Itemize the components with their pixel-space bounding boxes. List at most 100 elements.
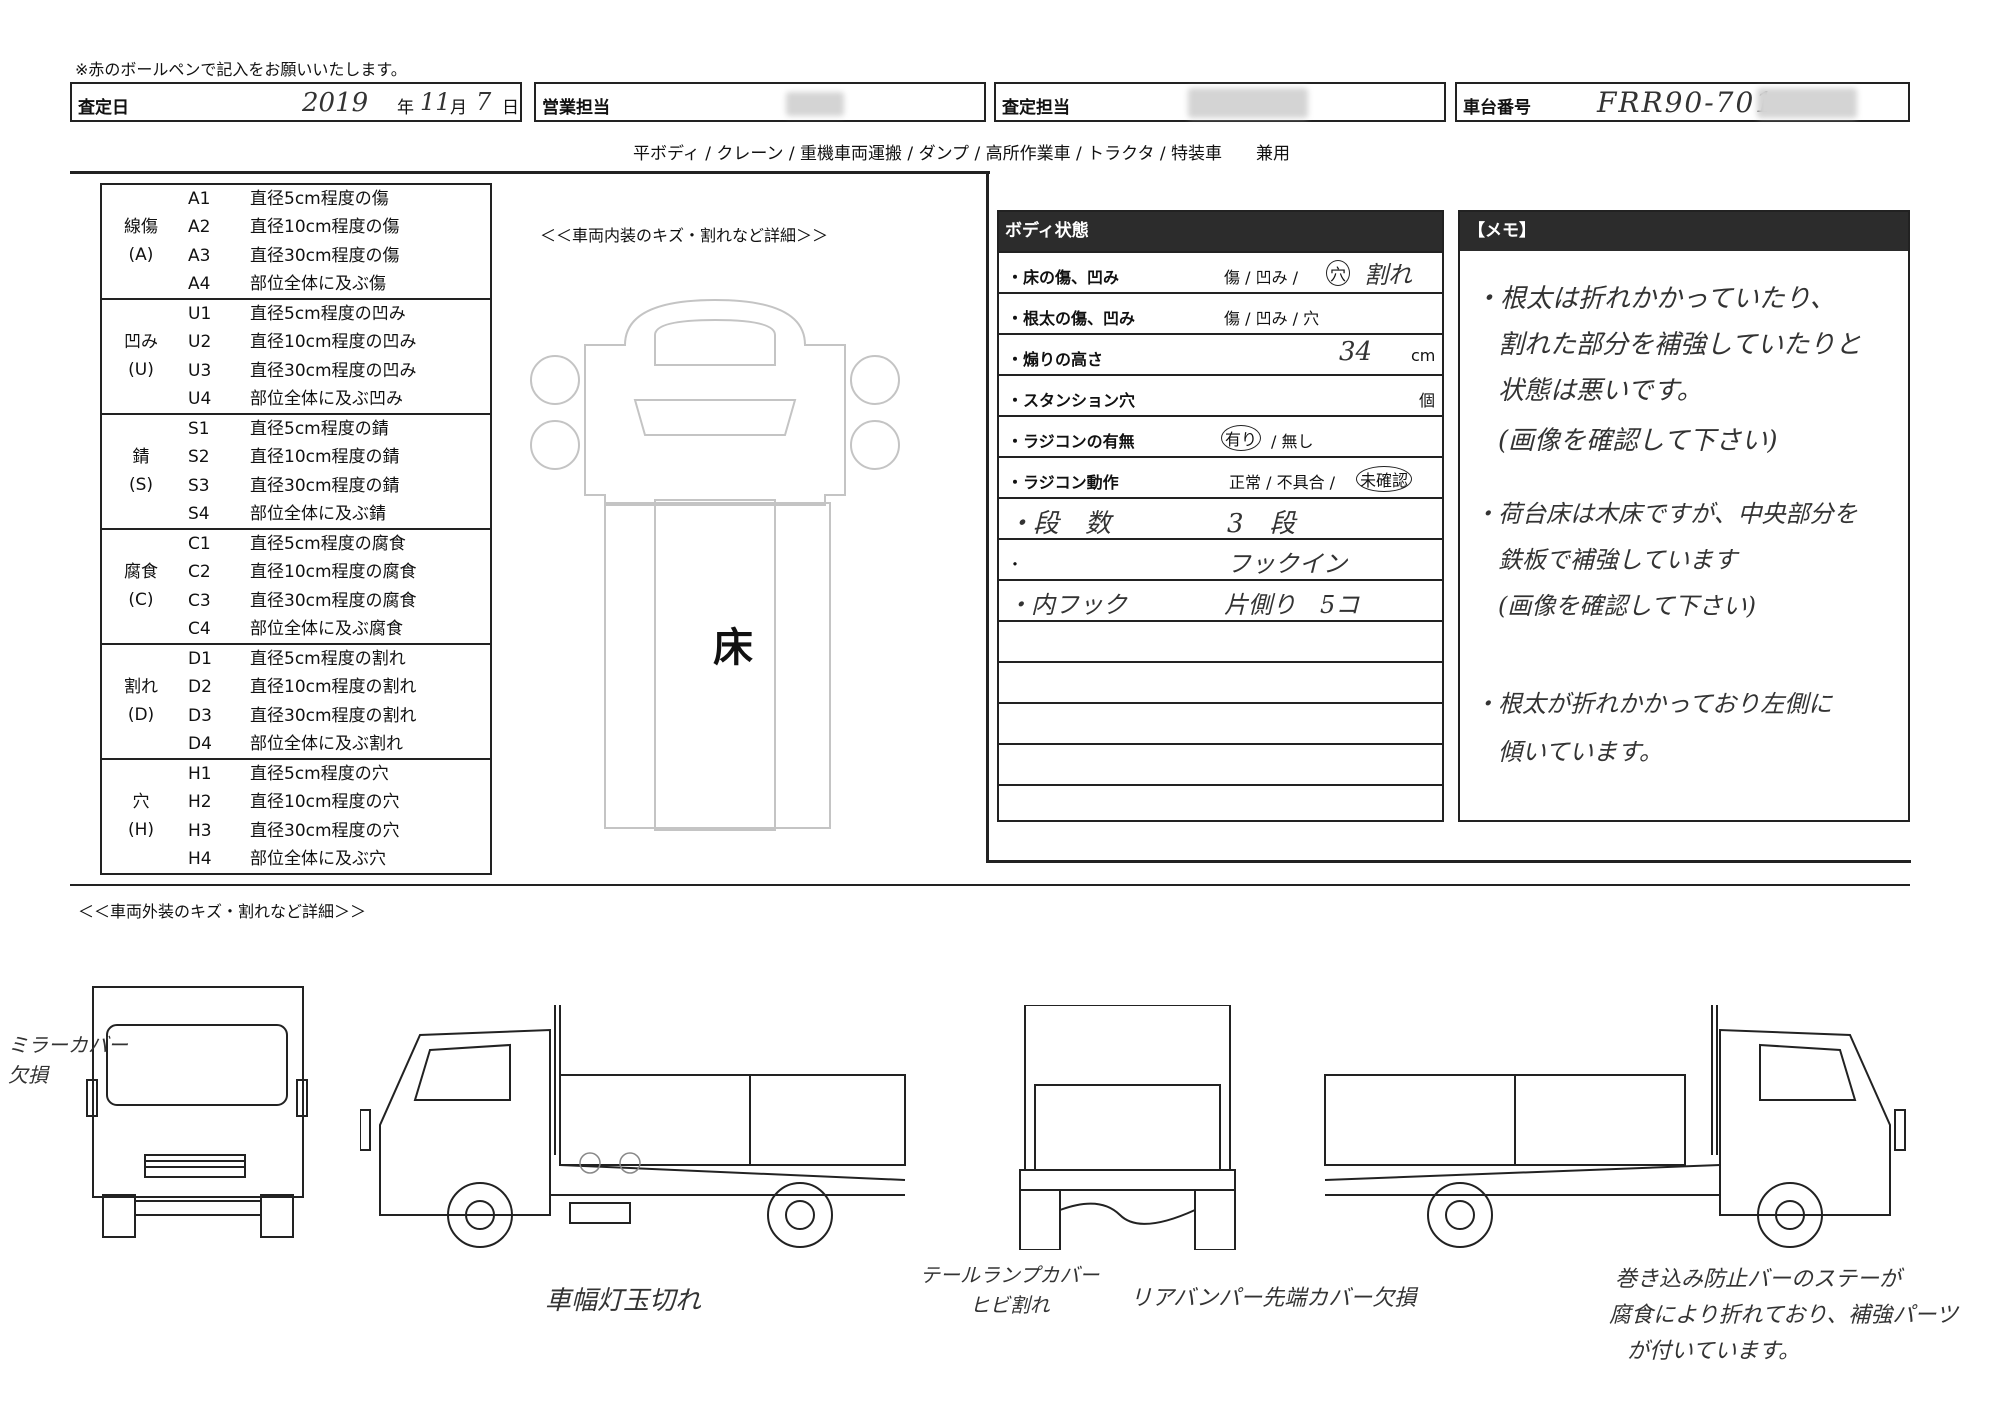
sill-damage-options: 傷 / 凹み / 穴 bbox=[1224, 309, 1320, 328]
radio-control-row: ・ラジコンの有無 有り / 無し bbox=[999, 415, 1442, 456]
appraisal-date-label: 査定日 bbox=[78, 98, 129, 118]
stanchion-label: ・スタンション穴 bbox=[1007, 391, 1136, 410]
redacted-chassis bbox=[1757, 88, 1857, 118]
memo-line: ・根太は折れかかっていたり、 bbox=[1474, 284, 1836, 314]
stanchion-row: ・スタンション穴 個 bbox=[999, 374, 1442, 415]
truck-left-side-view bbox=[360, 1005, 906, 1248]
radio-operation-row: ・ラジコン動作 正常 / 不具合 / 未確認 bbox=[999, 456, 1442, 497]
sales-rep-field: 営業担当 bbox=[534, 82, 986, 122]
gate-height-row: ・煽りの高さ 34 cm bbox=[999, 333, 1442, 374]
day-value: 7 bbox=[476, 88, 492, 116]
sales-rep-label: 営業担当 bbox=[542, 98, 610, 118]
interior-caption: ＜＜車両内装のキズ・割れなど詳細＞＞ bbox=[540, 226, 829, 245]
steps-value: 3 段 bbox=[1227, 509, 1296, 539]
inner-hook-row: ・内フック 片側り 5コ bbox=[999, 579, 1442, 620]
memo-box: 【メモ】 ・根太は折れかかっていたり、 割れた部分を補強していたりと 状態は悪い… bbox=[1458, 210, 1910, 822]
redacted-name bbox=[1188, 88, 1308, 118]
floor-damage-options: 傷 / 凹み / bbox=[1224, 268, 1299, 287]
truck-right-side-view bbox=[1324, 1005, 1906, 1248]
gate-height-unit: cm bbox=[1411, 346, 1436, 365]
sidelight-note: 車幅灯玉切れ bbox=[545, 1286, 702, 1316]
blank-row bbox=[999, 743, 1442, 784]
radio-operation-label: ・ラジコン動作 bbox=[1007, 473, 1119, 492]
memo-line: 傾いています。 bbox=[1498, 738, 1663, 766]
sill-damage-label: ・根太の傷、凹み bbox=[1007, 309, 1136, 328]
rear-bumper-note: リアバンパー先端カバー欠損 bbox=[1130, 1286, 1417, 1311]
divider bbox=[70, 884, 1910, 886]
memo-line: 鉄板で補強しています bbox=[1498, 546, 1738, 574]
radio-operation-options: 正常 / 不具合 / bbox=[1229, 473, 1336, 492]
gate-height-label: ・煽りの高さ bbox=[1007, 350, 1104, 369]
radio-operation-selected: 未確認 bbox=[1356, 466, 1413, 492]
floor-damage-label: ・床の傷、凹み bbox=[1007, 268, 1120, 287]
body-type-options: 平ボディ / クレーン / 重機車両運搬 / ダンプ / 高所作業車 / トラク… bbox=[633, 144, 1290, 164]
sill-damage-row: ・根太の傷、凹み 傷 / 凹み / 穴 bbox=[999, 292, 1442, 333]
body-status-title: ボディ状態 bbox=[999, 212, 1442, 251]
floor-damage-selected: 穴 bbox=[1326, 260, 1351, 286]
steps-row: ・段 数 3 段 bbox=[999, 497, 1442, 539]
group-name: 線傷(A) bbox=[124, 217, 158, 265]
memo-line: ・荷台床は木床ですが、中央部分を bbox=[1474, 500, 1858, 528]
inner-hook-label: ・内フック bbox=[1007, 591, 1127, 619]
taillamp-note: テールランプカバーヒビ割れ bbox=[920, 1263, 1100, 1317]
gate-height-value: 34 bbox=[1339, 337, 1373, 367]
exterior-caption: ＜＜車両外装のキズ・割れなど詳細＞＞ bbox=[78, 902, 367, 921]
appraisal-date-field: 査定日 2019 年 11 月 7 日 bbox=[70, 82, 522, 122]
mirror-note: ミラーカバー欠損 bbox=[8, 1033, 128, 1087]
group-name: 穴(H) bbox=[127, 792, 155, 840]
divider bbox=[70, 171, 990, 174]
radio-control-label: ・ラジコンの有無 bbox=[1007, 432, 1135, 451]
blank-row bbox=[999, 620, 1442, 661]
group-name: 凹み(U) bbox=[124, 332, 158, 380]
chassis-number-label: 車台番号 bbox=[1463, 98, 1531, 118]
memo-line: ・根太が折れかかっており左側に bbox=[1474, 690, 1833, 718]
body-status-table: ボディ状態 ・床の傷、凹み 傷 / 凹み / 穴 割れ ・根太の傷、凹み 傷 /… bbox=[997, 210, 1444, 822]
group-name: 錆(S) bbox=[128, 447, 154, 495]
steps-label: ・段 数 bbox=[1007, 509, 1112, 539]
memo-title: 【メモ】 bbox=[1460, 212, 1908, 251]
floor-damage-row: ・床の傷、凹み 傷 / 凹み / 穴 割れ bbox=[999, 251, 1442, 292]
inner-hook-value: 片側り 5コ bbox=[1224, 591, 1360, 619]
divider bbox=[986, 860, 1911, 863]
appraiser-label: 査定担当 bbox=[1002, 98, 1070, 118]
floor-damage-note: 割れ bbox=[1364, 261, 1412, 289]
group-name: 腐食(C) bbox=[124, 562, 158, 610]
month-unit: 月 bbox=[450, 98, 467, 118]
radio-control-selected: 有り bbox=[1221, 425, 1262, 451]
stanchion-unit: 個 bbox=[1419, 391, 1436, 410]
redacted-name bbox=[786, 92, 844, 116]
hook-row: ・ フックイン bbox=[999, 538, 1442, 579]
year-value: 2019 bbox=[302, 88, 369, 118]
group-name: 割れ(D) bbox=[124, 677, 158, 725]
divider bbox=[986, 171, 989, 863]
month-value: 11 bbox=[420, 88, 451, 116]
blank-row bbox=[999, 784, 1442, 820]
underride-stay-note: 巻き込み防止バーのステーが 腐食により折れており、補強パーツ が付いています。 bbox=[1609, 1267, 1958, 1364]
instruction-note: ※赤のボールペンで記入をお願いいたします。 bbox=[75, 60, 407, 79]
truck-top-view-diagram bbox=[530, 298, 900, 831]
